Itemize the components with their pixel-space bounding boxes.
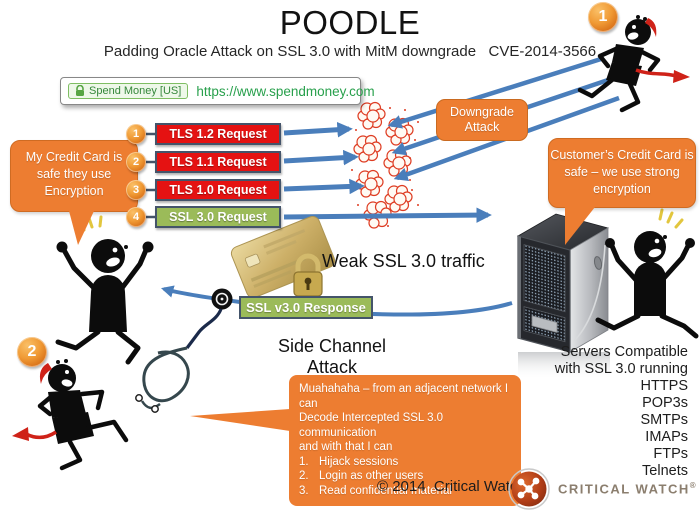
- credit-card-illustration: [230, 215, 336, 299]
- page-title: POODLE: [279, 4, 421, 41]
- padlock-illustration: [293, 253, 323, 297]
- url-text: https://www.spendmoney.com: [196, 83, 375, 99]
- downgrade-attack-label: Downgrade Attack: [436, 99, 528, 141]
- padlock-icon: [76, 85, 84, 96]
- happy-admin-figure: [595, 208, 699, 339]
- request-bar-tls11: TLS 1.1 Request: [155, 151, 281, 173]
- stethoscope-illustration: [135, 288, 233, 413]
- site-identity-badge: Spend Money [US]: [68, 83, 189, 99]
- attack-step-1-badge: 1: [588, 2, 618, 32]
- admin-speech-bubble: Customer’s Credit Card is safe – we use …: [548, 138, 696, 245]
- request-bar-ssl30: SSL 3.0 Request: [155, 206, 281, 228]
- attacker-devil-2: [12, 359, 129, 471]
- weak-traffic-label: Weak SSL 3.0 traffic: [322, 251, 485, 271]
- copyright-text: © 2014 Critical Watch: [377, 478, 526, 495]
- critical-watch-wordmark: Critical Watch®: [558, 481, 696, 497]
- happy-user-figure: [55, 215, 154, 365]
- step-circle: 3: [126, 180, 146, 200]
- attacker-goal-item: 2. Login as other users: [299, 470, 424, 482]
- attacker-goal-item: 3. Read confidential material: [299, 484, 452, 497]
- page-subtitle: Padding Oracle Attack on SSL 3.0 with Mi…: [103, 43, 597, 60]
- attacker-goal-item: 1. Hijack sessions: [299, 455, 399, 468]
- attack-step-2-badge: 2: [17, 337, 47, 367]
- user-speech-bubble: My Credit Card is safe they use Encrypti…: [10, 140, 138, 245]
- step-circle: 4: [126, 207, 146, 227]
- server-protocols-list: Servers Compatible with SSL 3.0 running …: [554, 344, 688, 479]
- attacker-speech-bubble: Muahahaha – from an adjacent network I c…: [190, 375, 521, 506]
- site-badge-label: Spend Money [US]: [89, 85, 182, 97]
- browser-address-bar: Spend Money [US] https://www.spendmoney.…: [60, 77, 375, 105]
- critical-watch-logo-icon: [506, 467, 552, 512]
- step-connectors: [146, 132, 157, 219]
- ssl-response-bar: SSL v3.0 Response: [239, 296, 373, 319]
- side-channel-label: Side Channel Attack: [277, 336, 387, 377]
- request-arrows: [283, 121, 492, 223]
- step-circle: 2: [126, 152, 146, 172]
- step-circle: 1: [126, 124, 146, 144]
- blocked-explosion-cloud: [351, 101, 419, 229]
- attacker-devil-1: [577, 15, 690, 113]
- request-bar-tls12: TLS 1.2 Request: [155, 123, 281, 145]
- request-bar-tls10: TLS 1.0 Request: [155, 179, 281, 201]
